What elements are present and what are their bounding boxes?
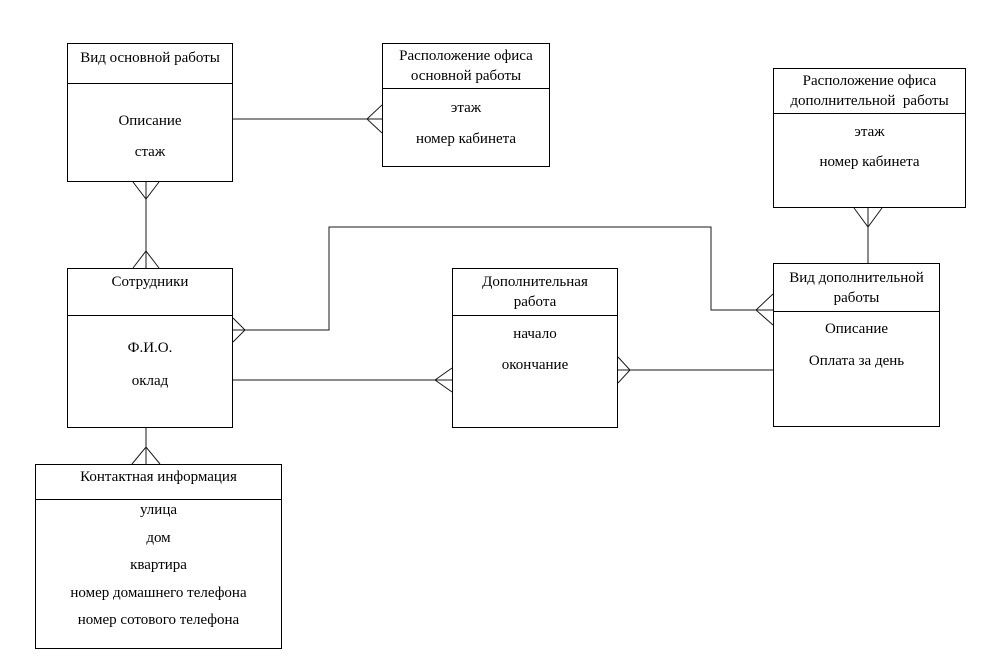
entity-attribute-list: этаж номер кабинета (383, 89, 549, 149)
crowfoot-main-work-office-icon (366, 104, 383, 134)
entity-extra-work-office[interactable]: Расположение офиса дополнительной работы… (773, 68, 966, 208)
attribute-item: улица (139, 502, 178, 518)
attribute-item: Ф.И.О. (127, 340, 173, 356)
attribute-item: оклад (131, 373, 169, 389)
entity-title-line: Сотрудники (111, 274, 189, 290)
entity-attribute-list: этаж номер кабинета (774, 114, 965, 172)
entity-title: Расположение офиса основной работы (383, 44, 549, 89)
entity-title-line: работы (833, 289, 880, 306)
crowfoot-employees-right-icon (232, 317, 246, 343)
entity-title: Вид дополнительной работы (774, 264, 939, 312)
entity-attribute-list: улица дом квартира номер домашнего телеф… (36, 500, 281, 630)
entity-main-work-office[interactable]: Расположение офиса основной работы этаж … (382, 43, 550, 167)
attribute-item: начало (513, 326, 557, 342)
crowfoot-extra-work-type-upper-icon (755, 293, 774, 326)
entity-title: Контактная информация (36, 465, 281, 500)
entity-title-line: работа (513, 294, 557, 310)
crowfoot-employees-top-icon (132, 250, 160, 269)
attribute-item: номер кабинета (415, 131, 517, 147)
attribute-item: Описание (824, 321, 889, 337)
crowfoot-main-work-type-icon (132, 181, 160, 200)
connector-employees-extra-work-type[interactable] (233, 226, 773, 331)
entity-title-line: Расположение офиса (399, 48, 533, 64)
entity-extra-work[interactable]: Дополнительная работа начало окончание (452, 268, 618, 428)
crowfoot-extra-work-office-icon (853, 207, 883, 228)
entity-title: Дополнительная работа (453, 269, 617, 316)
entity-attribute-list: Описание Оплата за день (774, 312, 939, 371)
entity-extra-work-type[interactable]: Вид дополнительной работы Описание Оплат… (773, 263, 940, 427)
entity-title-line: Расположение офиса (802, 73, 937, 89)
attribute-item: номер кабинета (819, 154, 920, 170)
attribute-item: этаж (854, 124, 885, 140)
entity-title-line: Вид основной работы (80, 50, 220, 66)
attribute-item: Оплата за день (808, 353, 905, 369)
attribute-item: дом (146, 529, 171, 546)
entity-attribute-list: Описание стаж (68, 84, 232, 162)
entity-title-line: Вид дополнительной (789, 269, 924, 286)
entity-attribute-list: начало окончание (453, 316, 617, 375)
entity-main-work-type[interactable]: Вид основной работы Описание стаж (67, 43, 233, 182)
entity-title: Расположение офиса дополнительной работы (774, 69, 965, 114)
attribute-item: квартира (130, 557, 187, 573)
entity-contact-info[interactable]: Контактная информация улица дом квартира… (35, 464, 282, 649)
attribute-item: окончание (501, 357, 569, 373)
attribute-item: Описание (118, 113, 182, 129)
entity-title: Сотрудники (68, 269, 232, 316)
entity-title-line: Контактная информация (80, 469, 237, 485)
attribute-item: этаж (450, 100, 482, 116)
entity-attribute-list: Ф.И.О. оклад (68, 316, 232, 391)
entity-title-line: дополнительной работы (790, 93, 949, 109)
entity-title: Вид основной работы (68, 44, 232, 84)
entity-title-line: основной работы (410, 68, 522, 84)
entity-title-line: Дополнительная (482, 274, 588, 290)
crowfoot-extra-work-right-icon (617, 356, 631, 384)
entity-employees[interactable]: Сотрудники Ф.И.О. оклад (67, 268, 233, 428)
crowfoot-extra-work-left-icon (434, 367, 453, 393)
attribute-item: номер домашнего телефона (70, 584, 247, 601)
crowfoot-contact-info-icon (131, 446, 161, 465)
attribute-item: номер сотового телефона (77, 612, 240, 628)
attribute-item: стаж (134, 144, 166, 160)
